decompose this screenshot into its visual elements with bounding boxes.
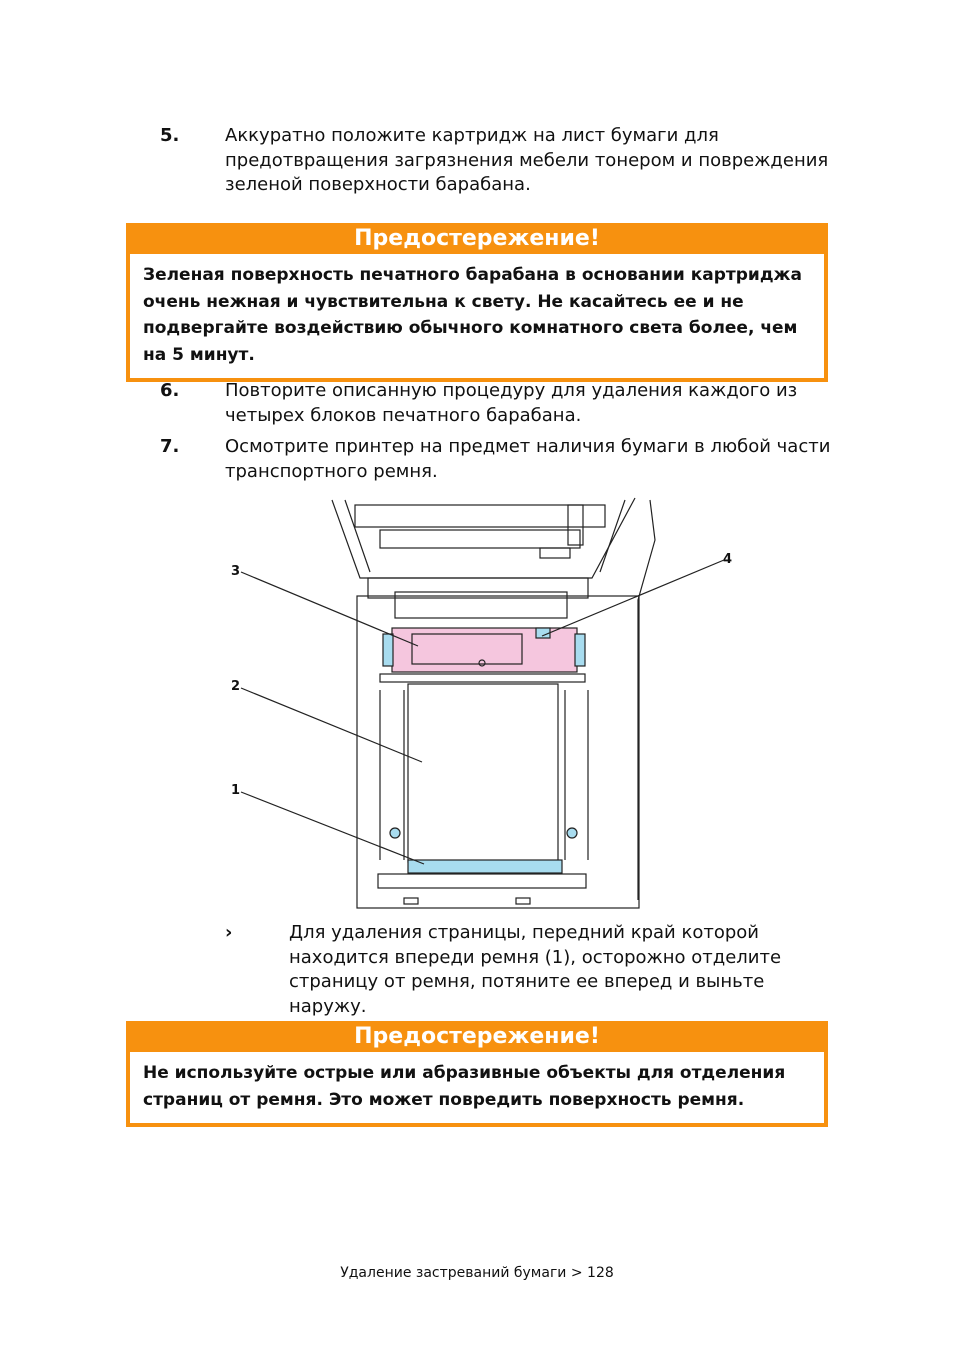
step-text: Аккуратно положите картридж на лист бума… (225, 125, 829, 195)
leader-line-4 (541, 559, 725, 637)
printer-top-frame (367, 577, 589, 599)
belt-frame-top (379, 673, 586, 683)
foot (403, 897, 419, 905)
foot (515, 897, 531, 905)
step-text: Повторите описанную процедуру для удален… (225, 380, 798, 426)
right-latch (574, 633, 586, 667)
leader-line-1 (240, 791, 425, 865)
callout-2: 2 (231, 679, 241, 694)
warning-title: Предостережение! (354, 1024, 600, 1049)
warning-text: Зеленая поверхность печатного барабана в… (130, 254, 824, 378)
left-roller (389, 827, 401, 839)
belt-area (407, 683, 559, 863)
top-cover-edge (344, 499, 626, 573)
warning-title: Предостережение! (354, 226, 600, 251)
printer-body (356, 595, 640, 909)
bullet-text: Для удаления страницы, передний край кот… (289, 922, 782, 1017)
leader-line-3 (240, 571, 419, 647)
top-cover-outline (331, 497, 636, 579)
right-roller (566, 827, 578, 839)
bullet-mark: › (225, 922, 233, 943)
warning-text: Не используйте острые или абразивные объ… (130, 1052, 824, 1123)
warning-box: Предостережение! Не используйте острые и… (126, 1021, 828, 1127)
callout-1: 1 (231, 783, 241, 798)
top-cover-rail (379, 529, 581, 549)
page-footer: Удаление застреваний бумаги > 128 (340, 1265, 614, 1281)
step-number: 6. (160, 380, 180, 401)
step-number: 7. (160, 436, 180, 457)
side-rails (379, 690, 589, 860)
warning-box: Предостережение! Зеленая поверхность печ… (126, 223, 828, 382)
left-latch (382, 633, 394, 667)
step-number: 5. (160, 125, 180, 146)
callout-4: 4 (723, 552, 733, 567)
step-text: Осмотрите принтер на предмет наличия бум… (225, 436, 831, 482)
top-cover-rail (354, 504, 606, 528)
drum-housing (394, 591, 568, 619)
leader-line-2 (240, 687, 423, 763)
side-panel (637, 499, 656, 900)
cover-latch (567, 504, 584, 546)
drum-detail (411, 633, 523, 665)
belt-frame-bottom (377, 873, 587, 889)
transfer-belt (407, 859, 563, 874)
drum-screw (478, 659, 486, 667)
cover-latch (539, 547, 571, 559)
callout-3: 3 (231, 564, 241, 579)
